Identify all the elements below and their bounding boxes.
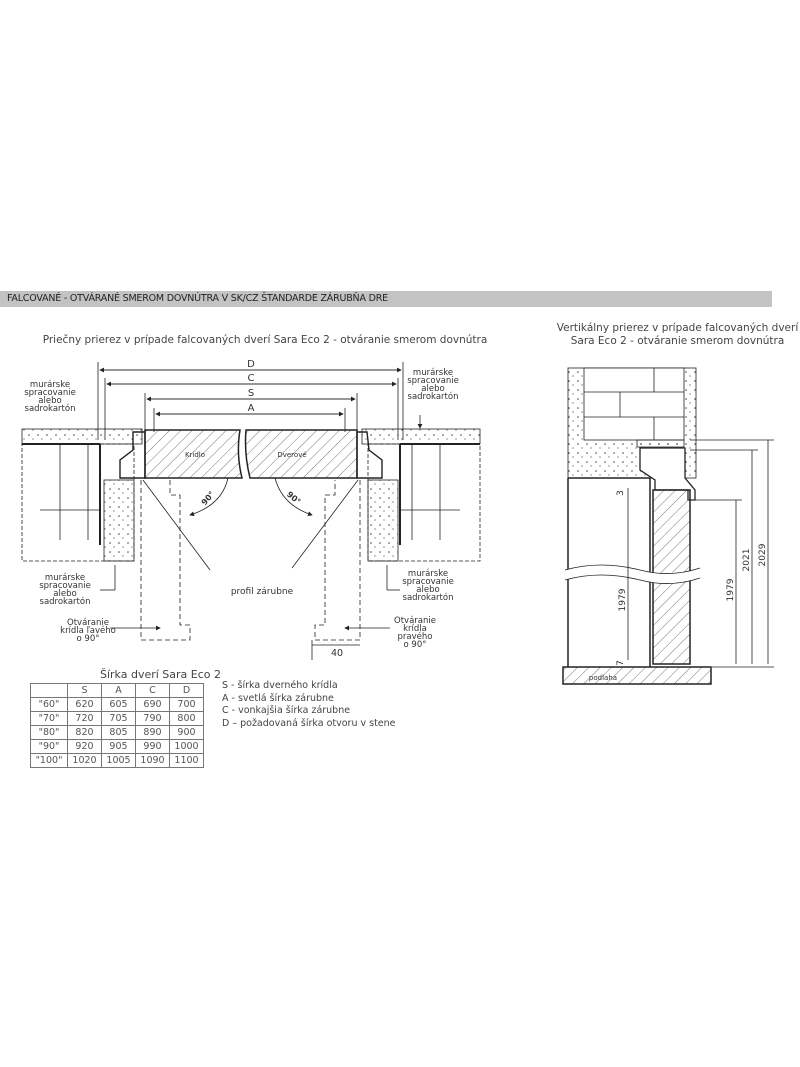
svg-text:Otváranie: Otváranie — [394, 616, 436, 626]
height-2029-label: 2029 — [758, 543, 768, 566]
svg-text:sadrokartón: sadrokartón — [403, 592, 454, 603]
legend-item: C - vonkajšia šírka zárubne — [222, 705, 351, 716]
svg-text:spracovanie: spracovanie — [407, 376, 459, 386]
panel-label-right: Dverové — [277, 451, 306, 459]
section-header-bar: FALCOVANÉ - OTVÁRANÉ SMEROM DOVNÚTRA V S… — [0, 291, 772, 307]
svg-text:spracovanie: spracovanie — [39, 581, 91, 591]
svg-text:alebo: alebo — [38, 396, 61, 406]
svg-text:murárske: murárske — [30, 380, 70, 390]
left-opening-note: Otváranie krídla ľavého o 90° — [60, 618, 116, 644]
dim-label-a: A — [248, 403, 255, 414]
legend-item: A - svetlá šírka zárubne — [222, 692, 334, 704]
svg-text:sadrokartón: sadrokartón — [408, 391, 459, 402]
right-opening-note: Otváranie krídla pravého o 90° — [394, 616, 436, 650]
svg-text:spracovanie: spracovanie — [402, 577, 454, 587]
svg-text:alebo: alebo — [416, 585, 439, 595]
dim-label-c: C — [248, 373, 255, 384]
vertical-title-line2: Sara Eco 2 - otváranie smerom dovnútra — [570, 335, 785, 347]
masonry-note-bottom-left: murárske spracovanie alebo sadrokartón — [39, 573, 91, 607]
floor-label: podlaha — [589, 674, 617, 682]
dim-40-label: 40 — [331, 648, 343, 659]
angle-label-left: 90° — [200, 490, 217, 507]
svg-text:sadrokartón: sadrokartón — [40, 596, 91, 607]
svg-text:murárske: murárske — [413, 368, 453, 378]
dim-label-s: S — [248, 388, 254, 399]
masonry-note-top-right: murárske spracovanie alebo sadrokartón — [407, 368, 459, 402]
size-table-title: Šírka dverí Sara Eco 2 — [100, 668, 222, 681]
svg-text:spracovanie: spracovanie — [24, 388, 76, 398]
svg-text:alebo: alebo — [421, 384, 444, 394]
dimension-legend: S - šírka dverného krídla A - svetlá šír… — [222, 680, 396, 730]
svg-text:Otváranie: Otváranie — [67, 618, 109, 628]
panel-label-left: Krídlo — [185, 451, 205, 459]
vertical-section-title: Vertikálny prierez v prípade falcovaných… — [555, 322, 800, 348]
svg-text:murárske: murárske — [408, 569, 448, 579]
profile-label: profil zárubne — [231, 587, 294, 597]
horizontal-section-title: Priečny prierez v prípade falcovaných dv… — [42, 334, 488, 346]
left-height-label: 1979 — [618, 588, 628, 611]
svg-text:o 90°: o 90° — [404, 640, 427, 650]
vertical-section-drawing — [562, 367, 774, 685]
dim-label-d: D — [247, 359, 255, 370]
svg-text:o 90°: o 90° — [77, 634, 100, 644]
section-title: FALCOVANÉ - OTVÁRANÉ SMEROM DOVNÚTRA V S… — [7, 293, 388, 304]
svg-text:sadrokartón: sadrokartón — [25, 403, 76, 414]
masonry-note-bottom-right: murárske spracovanie alebo sadrokartón — [402, 569, 454, 603]
height-1979-label: 1979 — [726, 578, 736, 601]
gap-bottom-label: 7 — [616, 660, 626, 666]
svg-text:krídla: krídla — [403, 624, 427, 634]
vertical-title-line1: Vertikálny prierez v prípade falcovaných… — [556, 322, 799, 334]
svg-text:krídla ľavého: krídla ľavého — [60, 625, 116, 636]
svg-text:alebo: alebo — [53, 589, 76, 599]
svg-text:pravého: pravého — [398, 631, 433, 642]
height-2021-label: 2021 — [742, 549, 752, 572]
masonry-note-top-left: murárske spracovanie alebo sadrokartón — [24, 380, 76, 414]
legend-item: S - šírka dverného krídla — [222, 680, 338, 691]
angle-label-right: 90° — [285, 490, 302, 507]
legend-item: D – požadovaná šírka otvoru v stene — [222, 717, 396, 729]
svg-text:murárske: murárske — [45, 573, 85, 583]
gap-top-label: 3 — [616, 490, 626, 496]
